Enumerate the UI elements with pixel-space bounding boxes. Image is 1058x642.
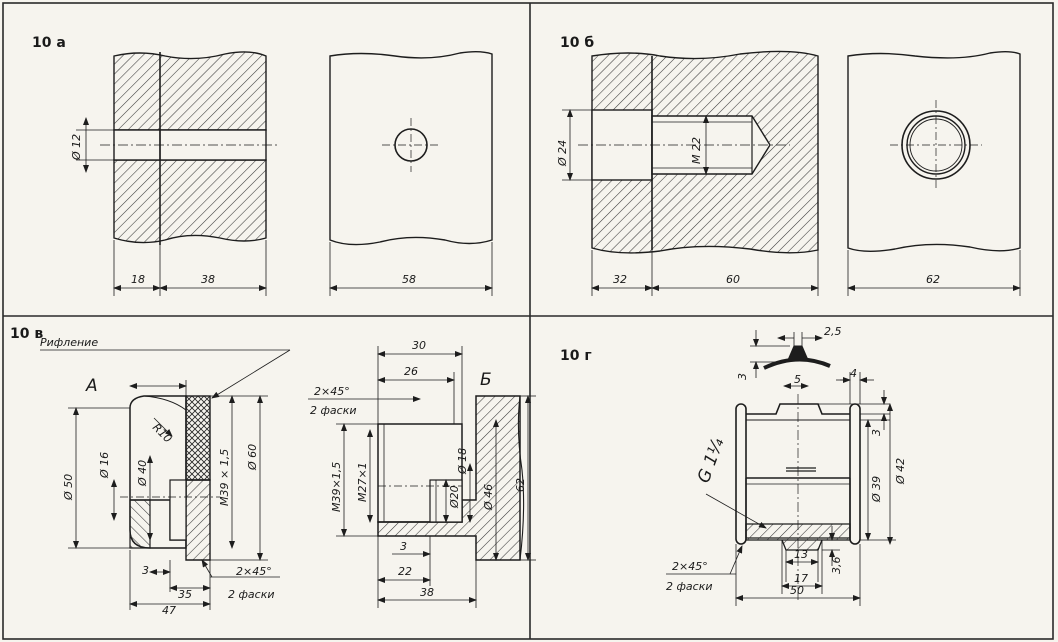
dim-view-10b	[847, 250, 1021, 296]
tooth-2-5: 2,5	[824, 325, 842, 338]
knurl-leader-slant	[211, 349, 291, 399]
panel-10b: 10 б Ø 24 M 22 32 60	[556, 35, 1021, 296]
part-b-m39: M39×1,5	[330, 462, 343, 512]
nut-dims-10g	[666, 372, 896, 606]
nut-50: 50	[790, 584, 804, 597]
part-b-3: 3	[400, 540, 407, 553]
dim-left-label: 18	[131, 273, 145, 286]
nut-d42: Ø 42	[894, 458, 907, 485]
part-b-26: 26	[404, 365, 418, 378]
nut-d39: Ø 39	[870, 476, 883, 503]
part-a-chamfer: 2×45°	[236, 565, 272, 578]
dim-hole-label: Ø 12	[70, 134, 83, 161]
nut-section-10g	[735, 394, 861, 600]
nut-17: 17	[794, 572, 808, 585]
nut-4: 4	[850, 367, 857, 380]
nut-3: 3	[870, 429, 883, 436]
part-b-chamfer: 2×45°	[314, 385, 350, 398]
part-a-drawing	[120, 395, 220, 561]
part-b-d20: Ø20	[448, 485, 461, 509]
nut-3-6: 3,6	[830, 557, 843, 575]
panel-label-10b: 10 б	[560, 35, 594, 51]
knurl-note: Рифление	[40, 336, 98, 349]
part-a-d60: Ø 60	[246, 444, 259, 471]
part-b-label: Б	[480, 370, 492, 390]
dim-bottom-10b	[591, 250, 819, 296]
panel-label-10v: 10 в	[10, 326, 43, 342]
part-b-62: 62	[514, 478, 527, 492]
nut-chamfer-note: 2 фаски	[666, 580, 712, 593]
nut-chamfer: 2×45°	[672, 560, 708, 573]
part-a-d40: Ø 40	[136, 460, 149, 487]
tooth-3: 3	[736, 373, 749, 380]
nut-13: 13	[794, 548, 808, 561]
side-view-10b	[847, 51, 1021, 252]
tooth-detail-10g	[763, 345, 831, 370]
part-a-chamfer-note: 2 фаски	[228, 588, 274, 601]
part-a-d16: Ø 16	[98, 452, 111, 479]
part-a-3: 3	[142, 564, 149, 577]
section-view-10a	[100, 51, 278, 245]
dim-bore-label: Ø 24	[556, 140, 569, 167]
panel-label-10g: 10 г	[560, 348, 592, 364]
side-view-10a	[329, 51, 493, 246]
part-b-38: 38	[420, 586, 434, 599]
panel-10v: 10 в Рифление А Б	[10, 326, 536, 617]
part-b-d46: Ø 46	[482, 484, 495, 511]
part-b-30: 30	[412, 339, 426, 352]
dim-left-label-10b: 32	[613, 273, 627, 286]
dim-view-10a	[329, 242, 493, 296]
part-a-35: 35	[178, 588, 192, 601]
part-b-dims	[308, 346, 536, 608]
dim-hole-10a	[76, 117, 114, 173]
part-b-d18: Ø 18	[456, 448, 469, 475]
tooth-dims-10g	[750, 330, 823, 389]
part-a-m39: M39 × 1,5	[218, 449, 231, 506]
dim-bottom-10a	[113, 240, 267, 296]
dim-right-label: 38	[201, 273, 215, 286]
panel-label-10a: 10 а	[32, 35, 66, 51]
dim-right-label-10b: 60	[726, 273, 740, 286]
dim-bore-10b	[562, 109, 709, 181]
part-b-22: 22	[398, 565, 412, 578]
dim-view-label-10b: 62	[926, 273, 940, 286]
part-a-label: А	[85, 376, 98, 396]
part-a-47: 47	[162, 604, 176, 617]
dim-view-label: 58	[402, 273, 416, 286]
dim-thread-label: M 22	[690, 137, 703, 164]
part-a-dims	[68, 380, 280, 610]
panel-10a: 10 а Ø 12 18 38	[32, 35, 493, 296]
tooth-5: 5	[794, 373, 801, 386]
part-a-d50: Ø 50	[62, 474, 75, 501]
part-b-m27: M27×1	[356, 462, 369, 502]
part-b-chamfer-note: 2 фаски	[310, 404, 356, 417]
